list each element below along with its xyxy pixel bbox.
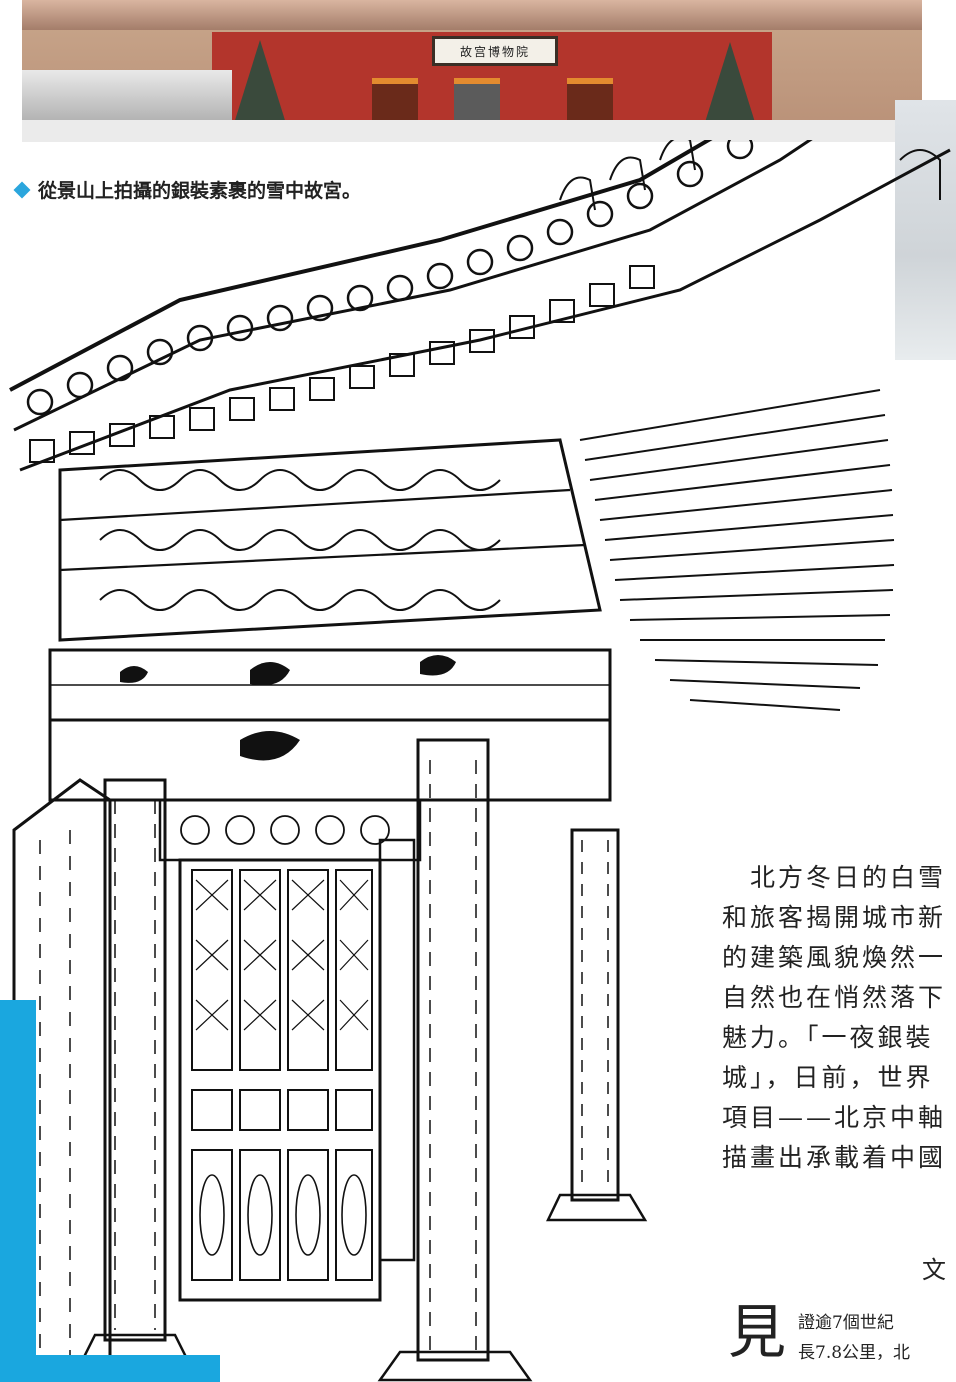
forbidden-city-snow-photo: 故宫博物院	[22, 0, 922, 142]
palace-door	[454, 78, 500, 128]
museum-plaque: 故宫博物院	[432, 36, 558, 66]
photo-caption: 從景山上拍攝的銀裝素裹的雪中故宮。	[10, 176, 361, 203]
pine-tree-icon	[232, 40, 288, 130]
article-line: 和旅客揭開城市新	[722, 903, 947, 932]
palace-door	[567, 78, 613, 128]
article-intro: 北方冬日的白雪 和旅客揭開城市新 的建築風貌煥然一 自然也在悄然落下 魅力。「一…	[722, 858, 956, 1178]
article-line: 項目——北京中軸	[722, 1103, 947, 1132]
article-line: 魅力。「一夜銀裝	[722, 1023, 934, 1052]
article-lead-line: 長7.8公里，北	[798, 1343, 911, 1363]
article-line: 城」，日前，世界	[722, 1063, 934, 1092]
drop-cap: 見	[728, 1298, 787, 1366]
article-line: 北方冬日的白雪	[750, 863, 947, 892]
article-lead-line: 證逾7個世紀	[798, 1313, 894, 1333]
palace-gate-line-drawing-icon	[9, 140, 951, 1382]
snow-photo-slice	[895, 100, 956, 360]
article-line: 自然也在悄然落下	[722, 983, 947, 1012]
palace-door	[372, 78, 418, 128]
blue-accent-bar	[0, 1000, 36, 1382]
blue-accent-bar	[0, 1355, 220, 1382]
article-line: 描畫出承載着中國	[722, 1143, 947, 1172]
snow-ground	[22, 120, 922, 142]
pine-tree-icon	[702, 42, 758, 132]
photo-caption-text: 從景山上拍攝的銀裝素裹的雪中故宮。	[38, 180, 362, 202]
article-lead: 證逾7個世紀 長7.8公里，北	[798, 1308, 956, 1368]
byline: 文	[922, 1256, 946, 1284]
article-line: 的建築風貌煥然一	[722, 943, 947, 972]
